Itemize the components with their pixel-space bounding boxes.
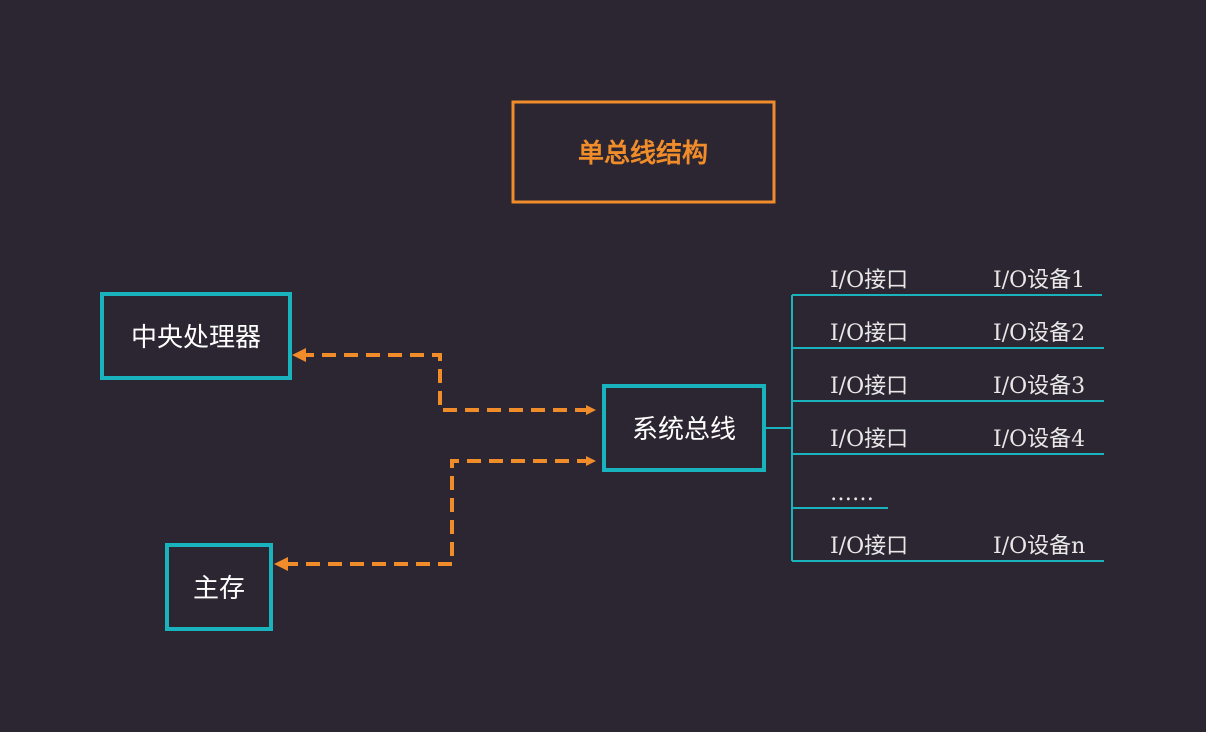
- io-row: I/O接口 I/O设备2: [792, 321, 1104, 349]
- cpu-box: [100, 292, 292, 380]
- memory-arrowhead: [274, 557, 288, 571]
- io-row: I/O接口 I/O设备n: [792, 534, 1104, 562]
- cpu-label: 中央处理器: [131, 323, 261, 353]
- io-device-label: I/O设备n: [993, 534, 1085, 559]
- io-interface-label: I/O接口: [830, 268, 908, 293]
- io-interface-label: I/O接口: [830, 321, 908, 346]
- io-device-label: I/O设备3: [993, 374, 1085, 399]
- io-row: ……: [792, 481, 888, 509]
- io-row: I/O接口 I/O设备1: [792, 268, 1102, 296]
- system-bus-box: [602, 384, 766, 472]
- memory-label: 主存: [193, 574, 245, 604]
- memory-box: [165, 543, 273, 631]
- io-interface-label: I/O接口: [830, 534, 908, 559]
- io-device-label: I/O设备2: [993, 321, 1085, 346]
- io-device-label: I/O设备1: [993, 268, 1085, 293]
- memory-bus-connector: [284, 456, 596, 566]
- io-interface-label: I/O接口: [830, 374, 908, 399]
- io-device-label: I/O设备4: [993, 427, 1085, 452]
- title-box: [511, 100, 776, 204]
- cpu-arrowhead: [292, 348, 306, 362]
- system-bus-label: 系统总线: [632, 415, 736, 445]
- io-ellipsis-label: ……: [830, 481, 874, 506]
- io-row: I/O接口 I/O设备4: [792, 427, 1104, 455]
- io-interface-label: I/O接口: [830, 427, 908, 452]
- title-text: 单总线结构: [578, 139, 708, 169]
- cpu-bus-connector: [300, 353, 596, 415]
- io-row: I/O接口 I/O设备3: [792, 374, 1104, 402]
